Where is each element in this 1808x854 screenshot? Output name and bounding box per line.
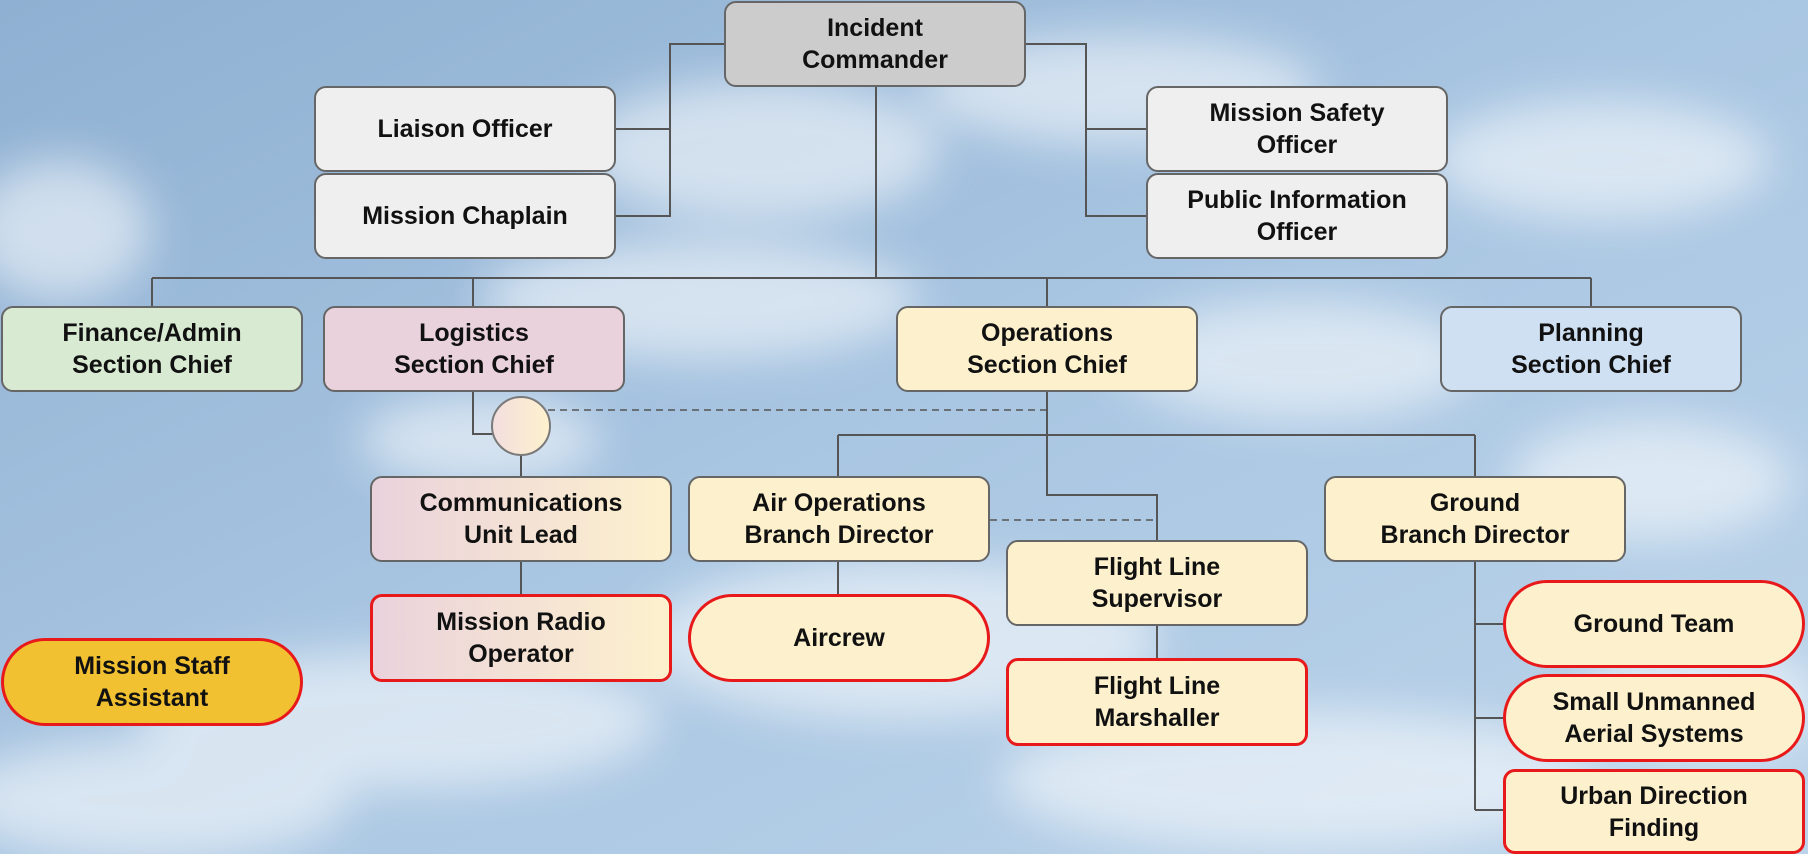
air-operations-branch-director-box[interactable]: Air Operations Branch Director bbox=[688, 476, 990, 562]
mission-staff-assistant-box[interactable]: Mission Staff Assistant bbox=[1, 638, 303, 726]
public-information-officer-box[interactable]: Public Information Officer bbox=[1146, 173, 1448, 259]
logistics-section-chief-box[interactable]: Logistics Section Chief bbox=[323, 306, 625, 392]
communications-unit-lead-box[interactable]: Communications Unit Lead bbox=[370, 476, 672, 562]
mission-radio-operator-box[interactable]: Mission Radio Operator bbox=[370, 594, 672, 682]
planning-section-chief-box[interactable]: Planning Section Chief bbox=[1440, 306, 1742, 392]
flight-line-supervisor-box[interactable]: Flight Line Supervisor bbox=[1006, 540, 1308, 626]
operations-section-chief-box[interactable]: Operations Section Chief bbox=[896, 306, 1198, 392]
urban-direction-finding-box[interactable]: Urban Direction Finding bbox=[1503, 769, 1805, 854]
small-unmanned-aerial-systems-box[interactable]: Small Unmanned Aerial Systems bbox=[1503, 674, 1805, 762]
aircrew-box[interactable]: Aircrew bbox=[688, 594, 990, 682]
ground-branch-director-box[interactable]: Ground Branch Director bbox=[1324, 476, 1626, 562]
operations-to-branches-line bbox=[837, 392, 1476, 540]
logistics-operations-coordination-node bbox=[491, 396, 551, 456]
liaison-officer-box[interactable]: Liaison Officer bbox=[314, 86, 616, 172]
mission-safety-officer-box[interactable]: Mission Safety Officer bbox=[1146, 86, 1448, 172]
incident-commander-box[interactable]: Incident Commander bbox=[724, 1, 1026, 87]
ic-to-sections-line bbox=[151, 87, 1592, 306]
ic-to-left-staff-line bbox=[616, 43, 724, 217]
ground-team-box[interactable]: Ground Team bbox=[1503, 580, 1805, 668]
ground-to-teams-line bbox=[1474, 562, 1503, 811]
finance-admin-section-chief-box[interactable]: Finance/Admin Section Chief bbox=[1, 306, 303, 392]
mission-chaplain-box[interactable]: Mission Chaplain bbox=[314, 173, 616, 259]
ic-to-right-staff-line bbox=[1026, 43, 1146, 217]
flight-line-marshaller-box[interactable]: Flight Line Marshaller bbox=[1006, 658, 1308, 746]
